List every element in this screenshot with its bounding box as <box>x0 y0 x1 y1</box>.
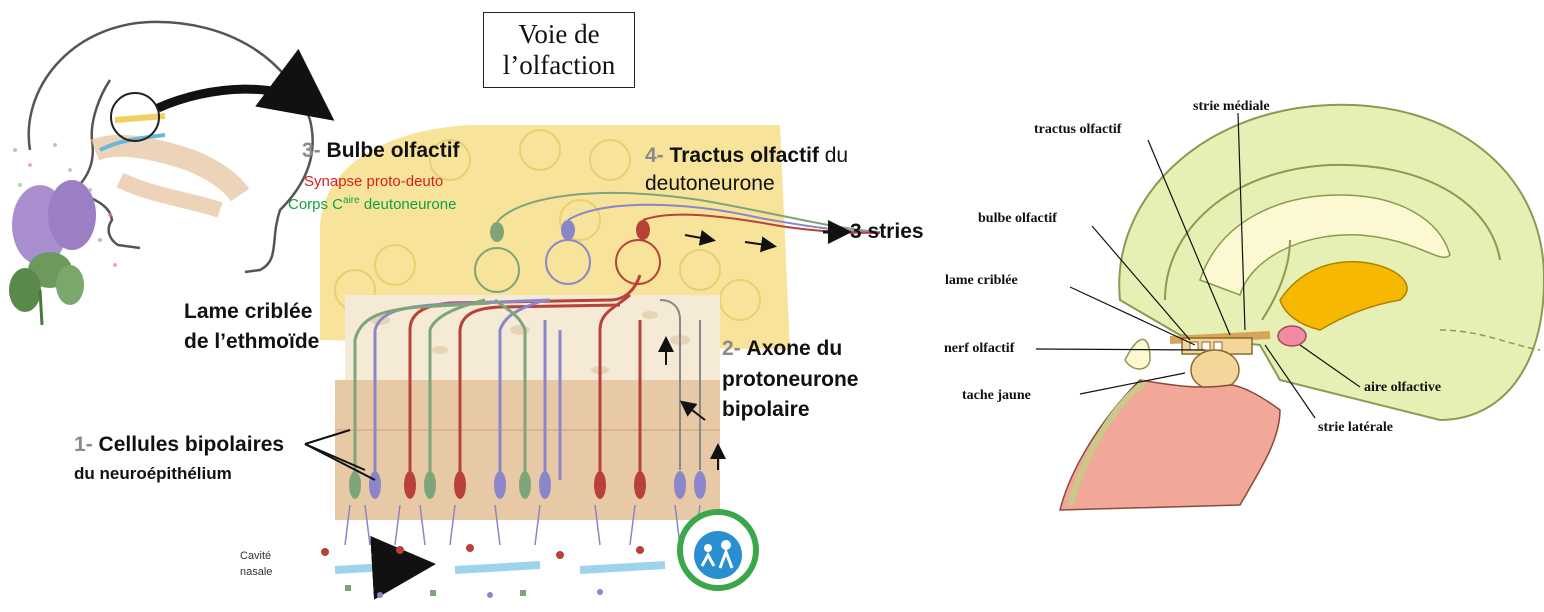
label-bulbe: 3- Bulbe olfactif <box>302 139 460 163</box>
label-tractus-olfactif: tractus olfactif <box>1034 122 1122 137</box>
label-axone-num: 2- <box>722 337 741 360</box>
label-cellules: 1- Cellules bipolaires <box>74 433 284 457</box>
neuroepithelium <box>335 380 720 520</box>
brain-section <box>1059 103 1544 511</box>
label-nerf-olfactif: nerf olfactif <box>944 341 1015 356</box>
label-axone-1: 2- Axone du <box>722 337 842 361</box>
label-bulbe-num: 3- <box>302 139 321 162</box>
label-tractus-name: Tractus olfactif <box>669 144 819 167</box>
label-bulbe-olfactif: bulbe olfactif <box>978 211 1057 226</box>
label-corps-main: Corps C <box>288 196 344 213</box>
label-lame-criblee: lame criblée <box>945 273 1018 288</box>
odor-dots <box>13 143 117 267</box>
neurons <box>344 192 881 546</box>
label-strie-laterale: strie latérale <box>1318 420 1394 435</box>
title-line-2: l’olfaction <box>502 50 616 80</box>
label-tractus-line2: deutoneurone <box>645 172 775 195</box>
title-box: Voie de l’olfaction <box>483 12 635 88</box>
label-axone-2: protoneurone <box>722 368 859 391</box>
label-cavite-2: nasale <box>240 566 273 578</box>
label-tractus-num: 4- <box>645 144 664 167</box>
label-cellules-line2: du neuroépithélium <box>74 464 232 483</box>
label-strie-mediale: strie médiale <box>1193 99 1270 114</box>
flow-arrows <box>304 220 852 481</box>
label-tache-jaune: tache jaune <box>962 388 1031 403</box>
label-corps-sup: aire <box>343 195 360 206</box>
label-aire-olfactive: aire olfactive <box>1364 380 1442 395</box>
label-axone-3: bipolaire <box>722 398 810 421</box>
tutorat-logo <box>677 509 759 591</box>
label-cellules-num: 1- <box>74 433 93 456</box>
label-stries: 3 stries <box>850 220 924 243</box>
label-bulbe-name: Bulbe olfactif <box>326 139 460 162</box>
lilac-flower <box>9 180 96 326</box>
label-synapse: Synapse proto-deuto <box>304 173 444 190</box>
label-tractus-suffix: du <box>818 144 849 167</box>
label-corps: Corps Caire deutoneurone <box>288 195 456 213</box>
leader-lines <box>1035 112 1361 419</box>
label-tractus: 4- Tractus olfactif du <box>645 144 848 168</box>
airflow <box>321 535 666 600</box>
label-cellules-name: Cellules bipolaires <box>98 433 285 456</box>
label-cavite-1: Cavité <box>240 550 272 562</box>
label-lame-2: de l’ethmoïde <box>184 330 320 353</box>
olfactory-bulb <box>320 125 790 350</box>
label-axone-line1: Axone du <box>746 337 843 360</box>
label-corps-rest: deutoneurone <box>359 196 457 213</box>
head-sketch <box>27 20 335 274</box>
title-line-1: Voie de <box>518 19 600 49</box>
label-lame-1: Lame criblée <box>184 300 313 323</box>
